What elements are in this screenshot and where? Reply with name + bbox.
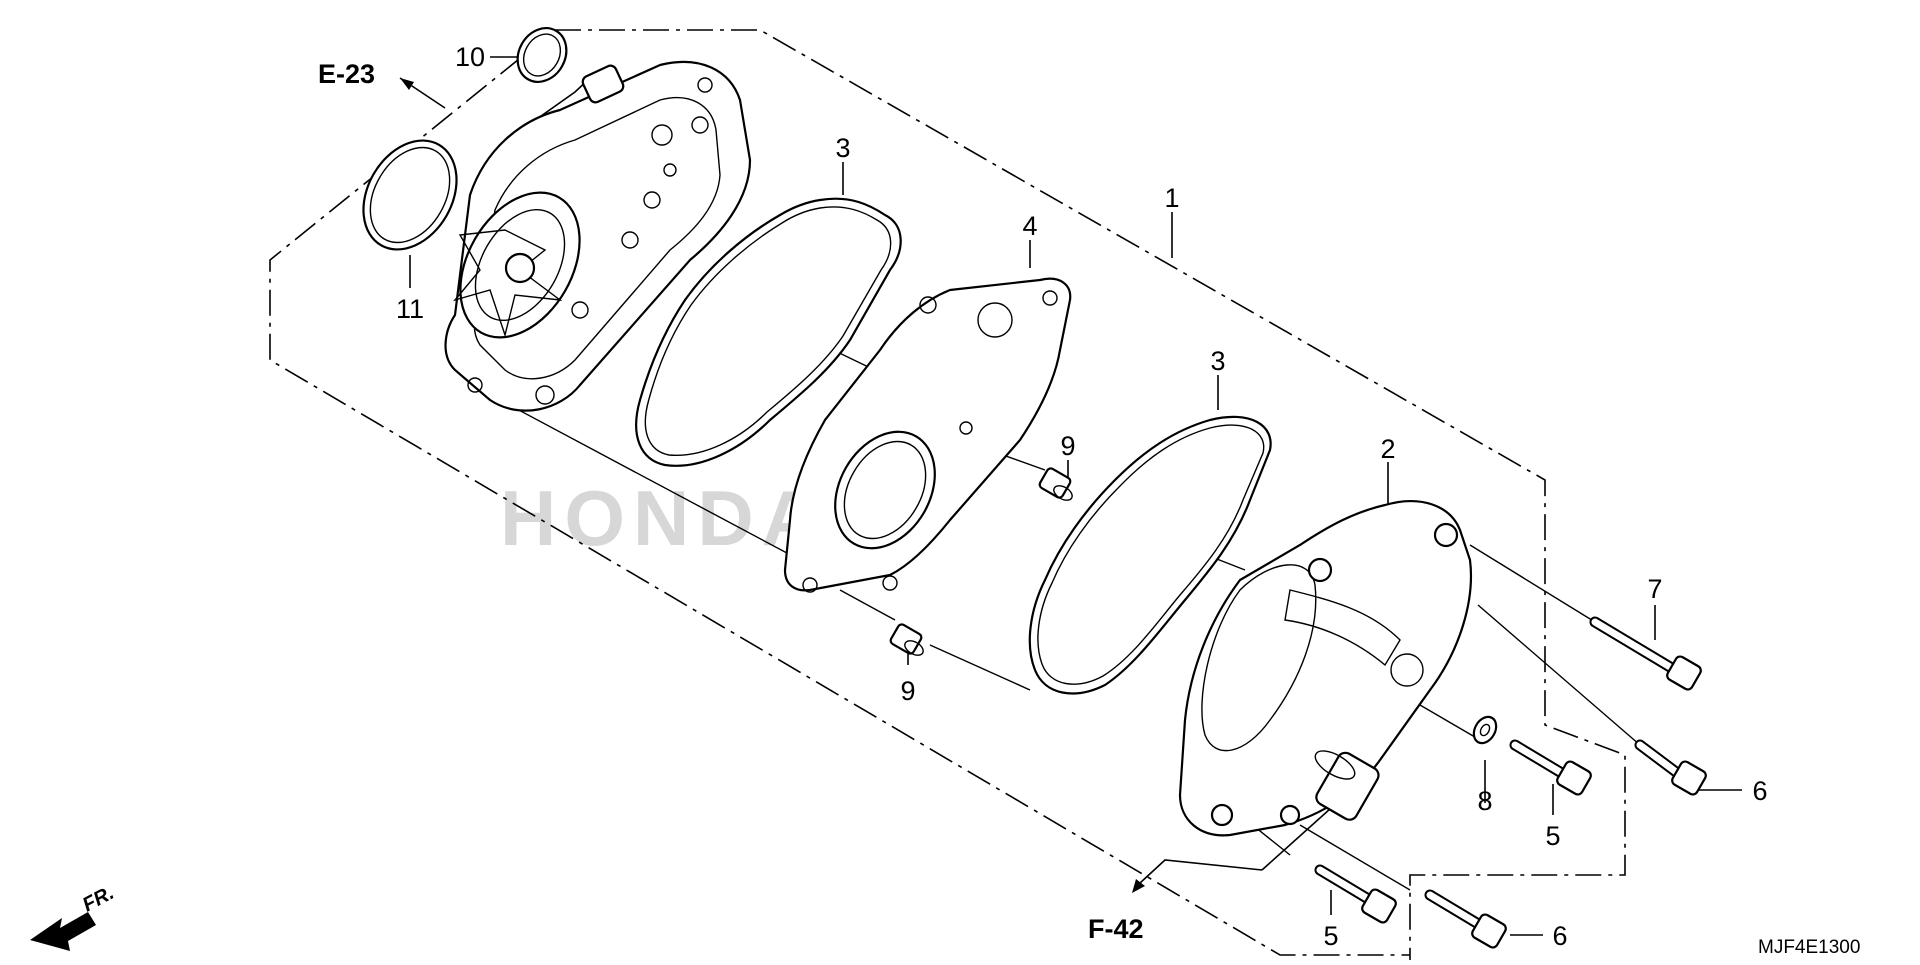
part-4-plate-gasket xyxy=(783,277,1072,593)
callout-2: 2 xyxy=(1380,434,1395,464)
callout-9-lower: 9 xyxy=(900,676,915,706)
part-3-gasket-front xyxy=(635,197,902,467)
callout-11: 11 xyxy=(396,294,424,324)
callout-7: 7 xyxy=(1647,574,1662,604)
front-direction-indicator: FR. xyxy=(30,882,118,951)
part-7-bolt xyxy=(1589,616,1702,691)
part-3-gasket-rear xyxy=(1028,415,1272,695)
part-5-bolt-upper xyxy=(1509,739,1592,796)
callout-1: 1 xyxy=(1164,183,1179,213)
part-5-bolt-lower xyxy=(1314,864,1397,924)
diagram-code: MJF4E1300 xyxy=(1758,937,1860,958)
assembly-boundary xyxy=(269,29,1626,960)
leader-lines xyxy=(399,56,1742,936)
callout-3-rear: 3 xyxy=(1210,346,1225,376)
callout-5-lower: 5 xyxy=(1323,921,1338,951)
water-pump-body xyxy=(444,60,752,412)
callout-8: 8 xyxy=(1477,786,1492,816)
callout-6-lower: 6 xyxy=(1552,921,1567,951)
front-arrow-icon xyxy=(30,912,96,951)
part-9-dowel-pin-lower xyxy=(889,623,924,656)
callout-10: 10 xyxy=(455,42,485,72)
reference-f-42: F-42 xyxy=(1088,914,1144,944)
part-8-washer xyxy=(1472,715,1498,745)
callout-labels: 1 2 3 3 4 5 5 6 6 7 8 9 9 10 11 xyxy=(396,42,1768,951)
front-label: FR. xyxy=(79,882,118,917)
callout-3-front: 3 xyxy=(835,133,850,163)
part-6-bolt-lower xyxy=(1424,889,1507,949)
part-11-o-ring xyxy=(362,139,458,251)
part-9-dowel-pin-upper xyxy=(1038,467,1073,501)
watermark-text: HONDA xyxy=(500,474,826,562)
part-10-o-ring xyxy=(516,27,568,83)
reference-e-23: E-23 xyxy=(318,59,375,89)
callout-5-upper: 5 xyxy=(1545,821,1560,851)
callout-6-upper: 6 xyxy=(1752,776,1767,806)
part-2-pump-cover xyxy=(1178,500,1472,837)
callout-9-upper: 9 xyxy=(1060,431,1075,461)
part-6-bolt-upper xyxy=(1634,739,1707,796)
callout-4: 4 xyxy=(1022,211,1037,241)
